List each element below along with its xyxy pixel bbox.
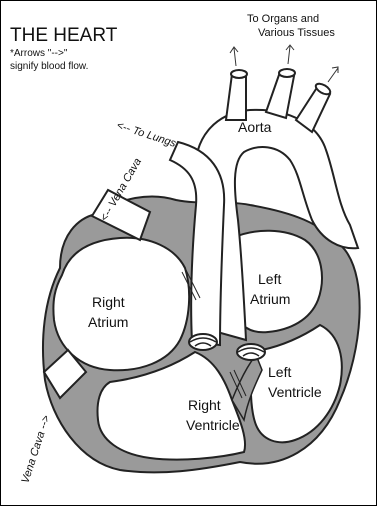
label-vena-cava-bottom: Vena Cava --> [19, 413, 52, 485]
aorta-branch-middle [266, 72, 294, 118]
label-to-lungs: <-- To Lungs [115, 119, 178, 150]
label-right-atrium-line-1: Right [92, 294, 125, 310]
note-line-1: *Arrows "-->" [10, 48, 68, 59]
note-line-2: signify blood flow. [10, 61, 88, 72]
label-left-atrium-line-2: Atrium [250, 291, 290, 307]
label-left-ventricle-line-1: Left [268, 364, 291, 380]
label-aorta: Aorta [238, 119, 272, 135]
aorta-branch-middle-opening [279, 69, 295, 77]
aorta-branch-left [226, 74, 246, 120]
label-left-ventricle-line-2: Ventricle [268, 384, 322, 400]
label-organs-line-2: Various Tissues [258, 27, 335, 39]
aorta-branch-left-opening [231, 70, 247, 78]
label-right-ventricle-line-2: Ventricle [186, 417, 240, 433]
label-organs-line-1: To Organs and [247, 13, 319, 25]
label-left-atrium-line-1: Left [258, 271, 281, 287]
diagram-title: THE HEART [10, 25, 118, 46]
label-right-atrium-line-2: Atrium [88, 314, 128, 330]
pulmonary-valve [189, 334, 217, 350]
aortic-valve [237, 344, 265, 360]
label-right-ventricle-line-1: Right [188, 397, 221, 413]
